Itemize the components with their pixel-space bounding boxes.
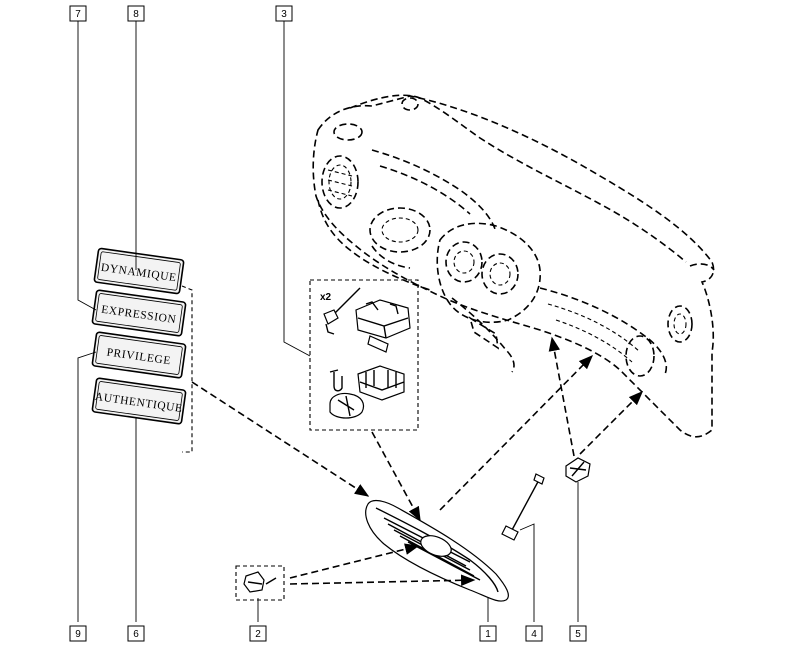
push-clip	[565, 457, 591, 483]
trim-panel	[365, 499, 509, 602]
dashboard-outline	[312, 94, 715, 438]
leader-lines	[77, 20, 579, 622]
assembly-arrows	[191, 336, 644, 587]
badge-privilege: PRIVILEGE	[91, 331, 187, 379]
callout-6-label: 6	[133, 629, 139, 640]
callout-3: 3	[275, 5, 293, 22]
callout-9-label: 9	[75, 629, 81, 640]
badge-authentique: AUTHENTIQUE	[91, 377, 187, 425]
badge-bracket	[181, 285, 193, 453]
callout-7-label: 7	[75, 9, 81, 20]
callout-1: 1	[479, 625, 497, 642]
callout-3-label: 3	[281, 9, 287, 20]
kit-quantity: x2	[320, 292, 332, 303]
badge-list: DYNAMIQUE EXPRESSION PRIVILEGE AUTHENTIQ…	[91, 247, 193, 453]
callout-1-label: 1	[485, 629, 491, 640]
kit-box	[309, 279, 419, 431]
rod-part	[501, 473, 545, 541]
callout-2: 2	[249, 625, 267, 642]
badge-expression: EXPRESSION	[91, 289, 187, 337]
callout-5: 5	[569, 625, 587, 642]
callout-9: 9	[69, 625, 87, 642]
fastener-kit: x2	[309, 279, 419, 431]
clip-lower-icon	[357, 365, 405, 401]
fastener-box	[235, 565, 285, 601]
u-clip-icon	[329, 369, 343, 392]
callout-8: 8	[127, 5, 145, 22]
callout-8-label: 8	[133, 9, 139, 20]
callout-7: 7	[69, 5, 87, 22]
pin-icon	[323, 287, 361, 335]
callout-4-label: 4	[531, 629, 537, 640]
small-fastener	[235, 565, 285, 601]
callout-2-label: 2	[255, 629, 261, 640]
callout-6: 6	[127, 625, 145, 642]
clip-upper-icon	[355, 299, 411, 353]
badge-dynamique: DYNAMIQUE	[93, 247, 185, 295]
callout-4: 4	[525, 625, 543, 642]
callout-5-label: 5	[575, 629, 581, 640]
clip-base-icon	[329, 392, 365, 419]
